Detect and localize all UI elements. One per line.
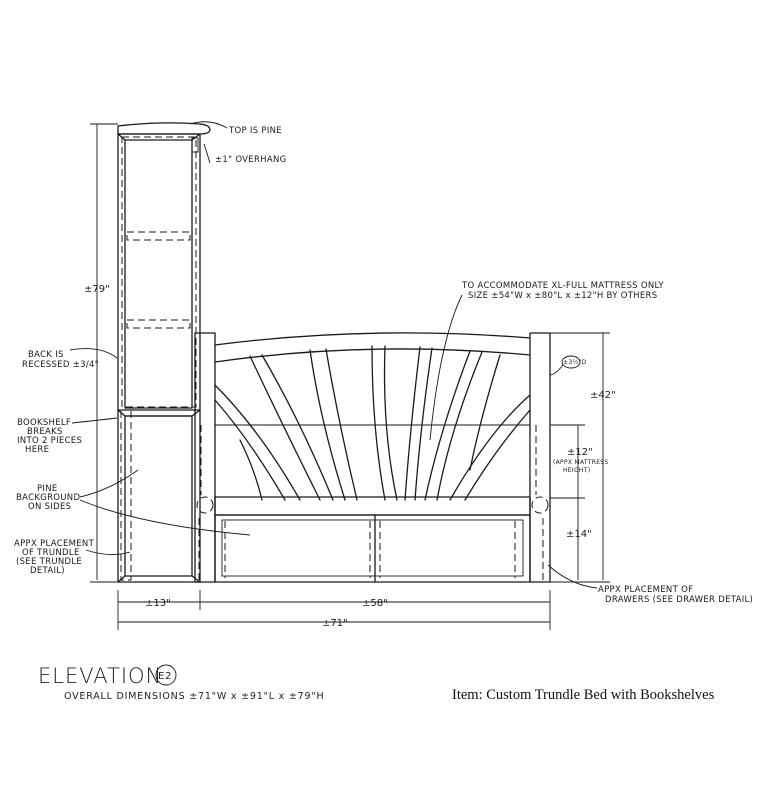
note-trundle-3: (SEE TRUNDLE — [16, 557, 82, 567]
note-mattress-2: SIZE ±54"W x ±80"L x ±12"H BY OTHERS — [468, 291, 657, 301]
mattress-height-note-1: (APPX MATTRESS — [553, 459, 609, 466]
bed-posts — [194, 332, 551, 583]
mattress-height-note-2: HEIGHT) — [563, 467, 590, 474]
dim-headboard-height: ±42" — [590, 390, 616, 401]
note-pine-3: ON SIDES — [28, 502, 71, 512]
overall-dimensions: OVERALL DIMENSIONS ±71"W x ±91"L x ±79"H — [64, 691, 324, 702]
note-drawers-1: APPX PLACEMENT OF — [598, 585, 693, 595]
leader-lines — [69, 121, 598, 589]
headboard — [214, 332, 531, 583]
note-bookshelf-4: HERE — [25, 445, 49, 455]
note-back-1: BACK IS — [28, 350, 64, 360]
note-top-is-pine: TOP IS PINE — [228, 126, 282, 136]
note-post-diameter: ±3½"D — [563, 359, 587, 366]
note-drawers-2: DRAWERS (SEE DRAWER DETAIL) — [605, 595, 753, 605]
dim-total-height: ±79" — [84, 284, 110, 295]
note-bookshelf-3: INTO 2 PIECES — [17, 436, 82, 446]
dim-rail-height: ±14" — [566, 529, 592, 540]
note-back-2: RECESSED ±3/4" — [22, 360, 99, 370]
note-pine-2: BACKGROUND — [16, 493, 80, 503]
note-bookshelf-2: BREAKS — [27, 427, 63, 437]
dim-bed-width: ±58" — [362, 598, 388, 609]
note-mattress-1: TO ACCOMMODATE XL-FULL MATTRESS ONLY — [461, 281, 664, 291]
dim-overall-width: ±71" — [322, 618, 348, 629]
note-overhang: ±1" OVERHANG — [215, 155, 287, 165]
post-diameter-badge — [561, 355, 581, 369]
bookshelf — [117, 122, 211, 583]
note-bookshelf-1: BOOKSHELF — [17, 418, 71, 428]
note-pine-1: PINE — [37, 484, 58, 494]
elevation-badge: E2 — [158, 671, 172, 682]
elevation-badge-circle — [155, 664, 177, 686]
elevation-title: ELEVATION — [38, 664, 162, 688]
note-trundle-2: OF TRUNDLE — [22, 548, 80, 558]
note-trundle-1: APPX PLACEMENT — [14, 539, 95, 549]
item-caption: Item: Custom Trundle Bed with Bookshelve… — [452, 687, 715, 703]
dim-mattress-height: ±12" — [567, 447, 593, 458]
dim-bookshelf-width: ±13" — [145, 598, 171, 609]
dimension-lines — [90, 123, 610, 630]
note-trundle-4: DETAIL) — [30, 566, 65, 576]
